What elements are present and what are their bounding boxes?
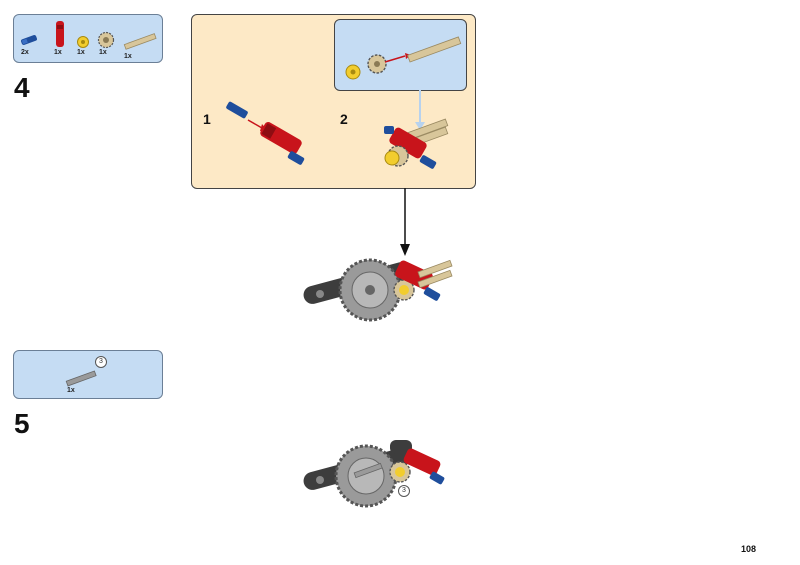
double-bevel-gear-icon	[97, 31, 115, 49]
page-number: 108	[741, 544, 757, 554]
part-qty: 1x	[54, 49, 62, 56]
red-axle-connector-icon	[56, 21, 64, 47]
step-number: 4	[14, 72, 30, 103]
part-qty: 1x	[77, 49, 85, 56]
tan-axle-icon	[123, 33, 157, 50]
step5-parts-list: 3 1x	[13, 350, 163, 399]
step4-model-illustration	[303, 258, 453, 322]
axle-length-badge: 3	[398, 485, 410, 497]
grey-axle-icon	[65, 370, 97, 387]
callout-box	[334, 19, 467, 91]
substep-number: 2	[340, 111, 348, 127]
part-qty: 1x	[67, 387, 75, 394]
yellow-bush-icon	[77, 36, 89, 48]
substep2-illustration	[384, 118, 449, 169]
part-qty: 1x	[99, 49, 107, 56]
substep-number: 1	[203, 111, 211, 127]
blue-axle-pin-icon	[21, 35, 37, 45]
substep1-illustration	[226, 101, 305, 165]
step5-model-illustration	[303, 440, 445, 508]
part-qty: 1x	[124, 53, 132, 60]
callout-parts-illustration	[345, 36, 462, 80]
axle-length-badge: 3	[95, 356, 107, 368]
step4-parts-list: 2x 1x 1x 1x 1x	[13, 14, 163, 63]
part-qty: 2x	[21, 49, 29, 56]
step-number: 5	[14, 408, 30, 439]
